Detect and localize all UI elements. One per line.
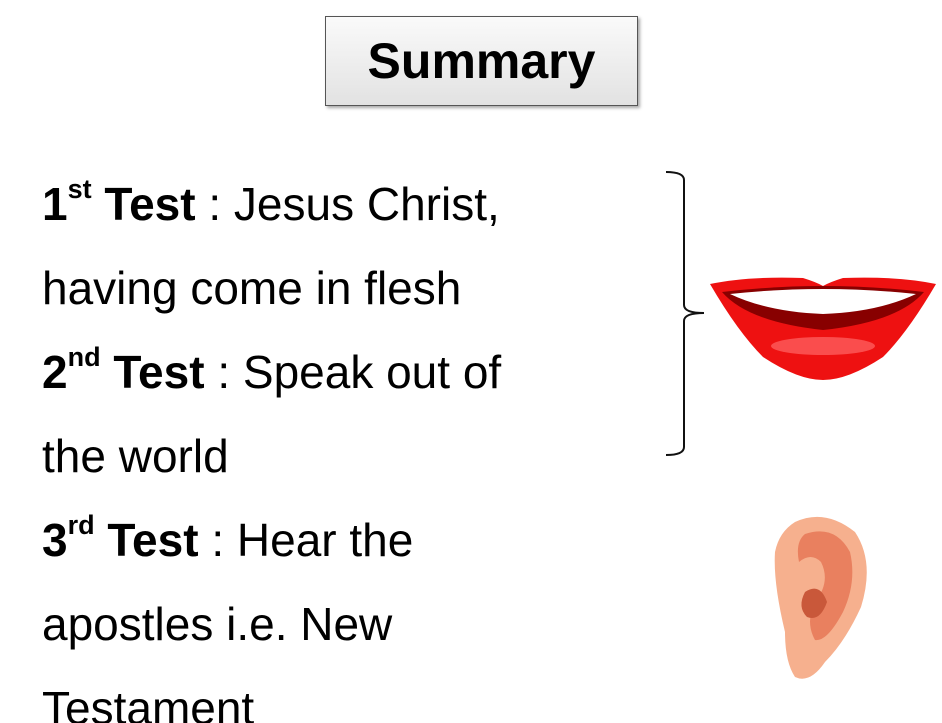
test-3-cont2: Testament: [42, 682, 255, 723]
lips-icon: [710, 277, 936, 380]
test-number: 3: [42, 514, 68, 566]
ordinal-suffix: rd: [67, 510, 95, 540]
test-3: 3rd Test : Hear the: [42, 498, 501, 582]
test-3-cont: apostles i.e. New: [42, 598, 393, 650]
test-2-cont: the world: [42, 430, 229, 482]
test-text: Hear the: [236, 514, 414, 566]
test-label: Test: [113, 346, 205, 398]
separator: :: [211, 514, 225, 566]
slide-title: Summary: [325, 16, 638, 106]
test-label: Test: [104, 178, 196, 230]
separator: :: [208, 178, 222, 230]
test-1-cont: having come in flesh: [42, 262, 462, 314]
test-text: Speak out of: [242, 346, 502, 398]
summary-list: 1st Test : Jesus Christ, having come in …: [42, 162, 501, 723]
test-number: 1: [42, 178, 68, 230]
ordinal-suffix: st: [67, 174, 92, 204]
right-brace-icon: [665, 171, 705, 456]
ordinal-suffix: nd: [67, 342, 101, 372]
test-text: Jesus Christ,: [233, 178, 500, 230]
test-2: 2nd Test : Speak out of: [42, 330, 501, 414]
test-number: 2: [42, 346, 68, 398]
test-1: 1st Test : Jesus Christ,: [42, 162, 501, 246]
separator: :: [217, 346, 231, 398]
test-label: Test: [107, 514, 199, 566]
ear-icon: [774, 516, 867, 679]
